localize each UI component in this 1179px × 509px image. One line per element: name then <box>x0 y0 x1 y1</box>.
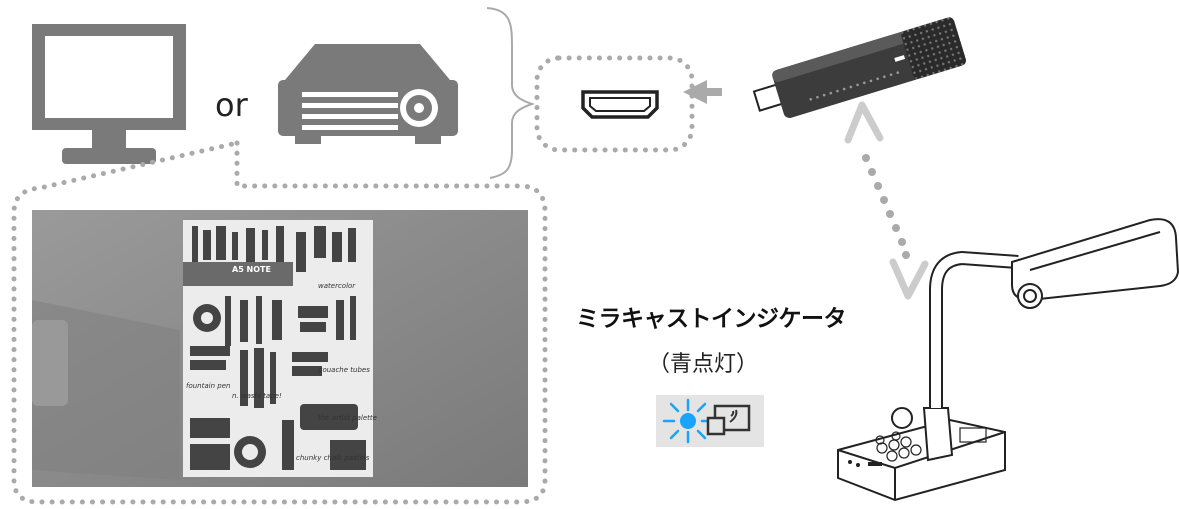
notebook-title: A5 NOTE <box>232 265 271 274</box>
wireless-dongle-icon <box>752 17 966 119</box>
notebook-word-pastels: chunky chalk pastels <box>296 454 370 462</box>
notebook-word-washi: n. washi tape! <box>232 392 282 400</box>
grouping-brace <box>486 7 536 179</box>
miracast-indicator-title: ミラキャストインジケータ <box>576 306 847 332</box>
projector-icon <box>278 44 458 144</box>
notebook-word-gouache: gouache tubes <box>318 366 370 374</box>
document-camera-icon <box>837 218 1179 502</box>
miracast-icon <box>706 404 751 436</box>
miracast-indicator-state: （青点灯） <box>648 352 759 377</box>
wireless-link-arrow <box>844 101 929 300</box>
hdmi-port-icon <box>581 90 659 119</box>
or-label: or <box>215 86 248 124</box>
monitor-icon <box>32 24 186 164</box>
indicator-led <box>680 413 696 429</box>
camera-output-photo: A5 NOTE watercolor fountain pen <box>32 210 528 487</box>
notebook-word-watercolor: watercolor <box>318 282 356 290</box>
arrow-left-icon <box>683 80 722 104</box>
notebook-word-palette: the artist palette <box>318 414 377 422</box>
miracast-indicator-panel <box>656 395 764 447</box>
hdmi-port-box <box>534 55 695 153</box>
notebook-word-fountain-pen: fountain pen <box>186 382 230 390</box>
